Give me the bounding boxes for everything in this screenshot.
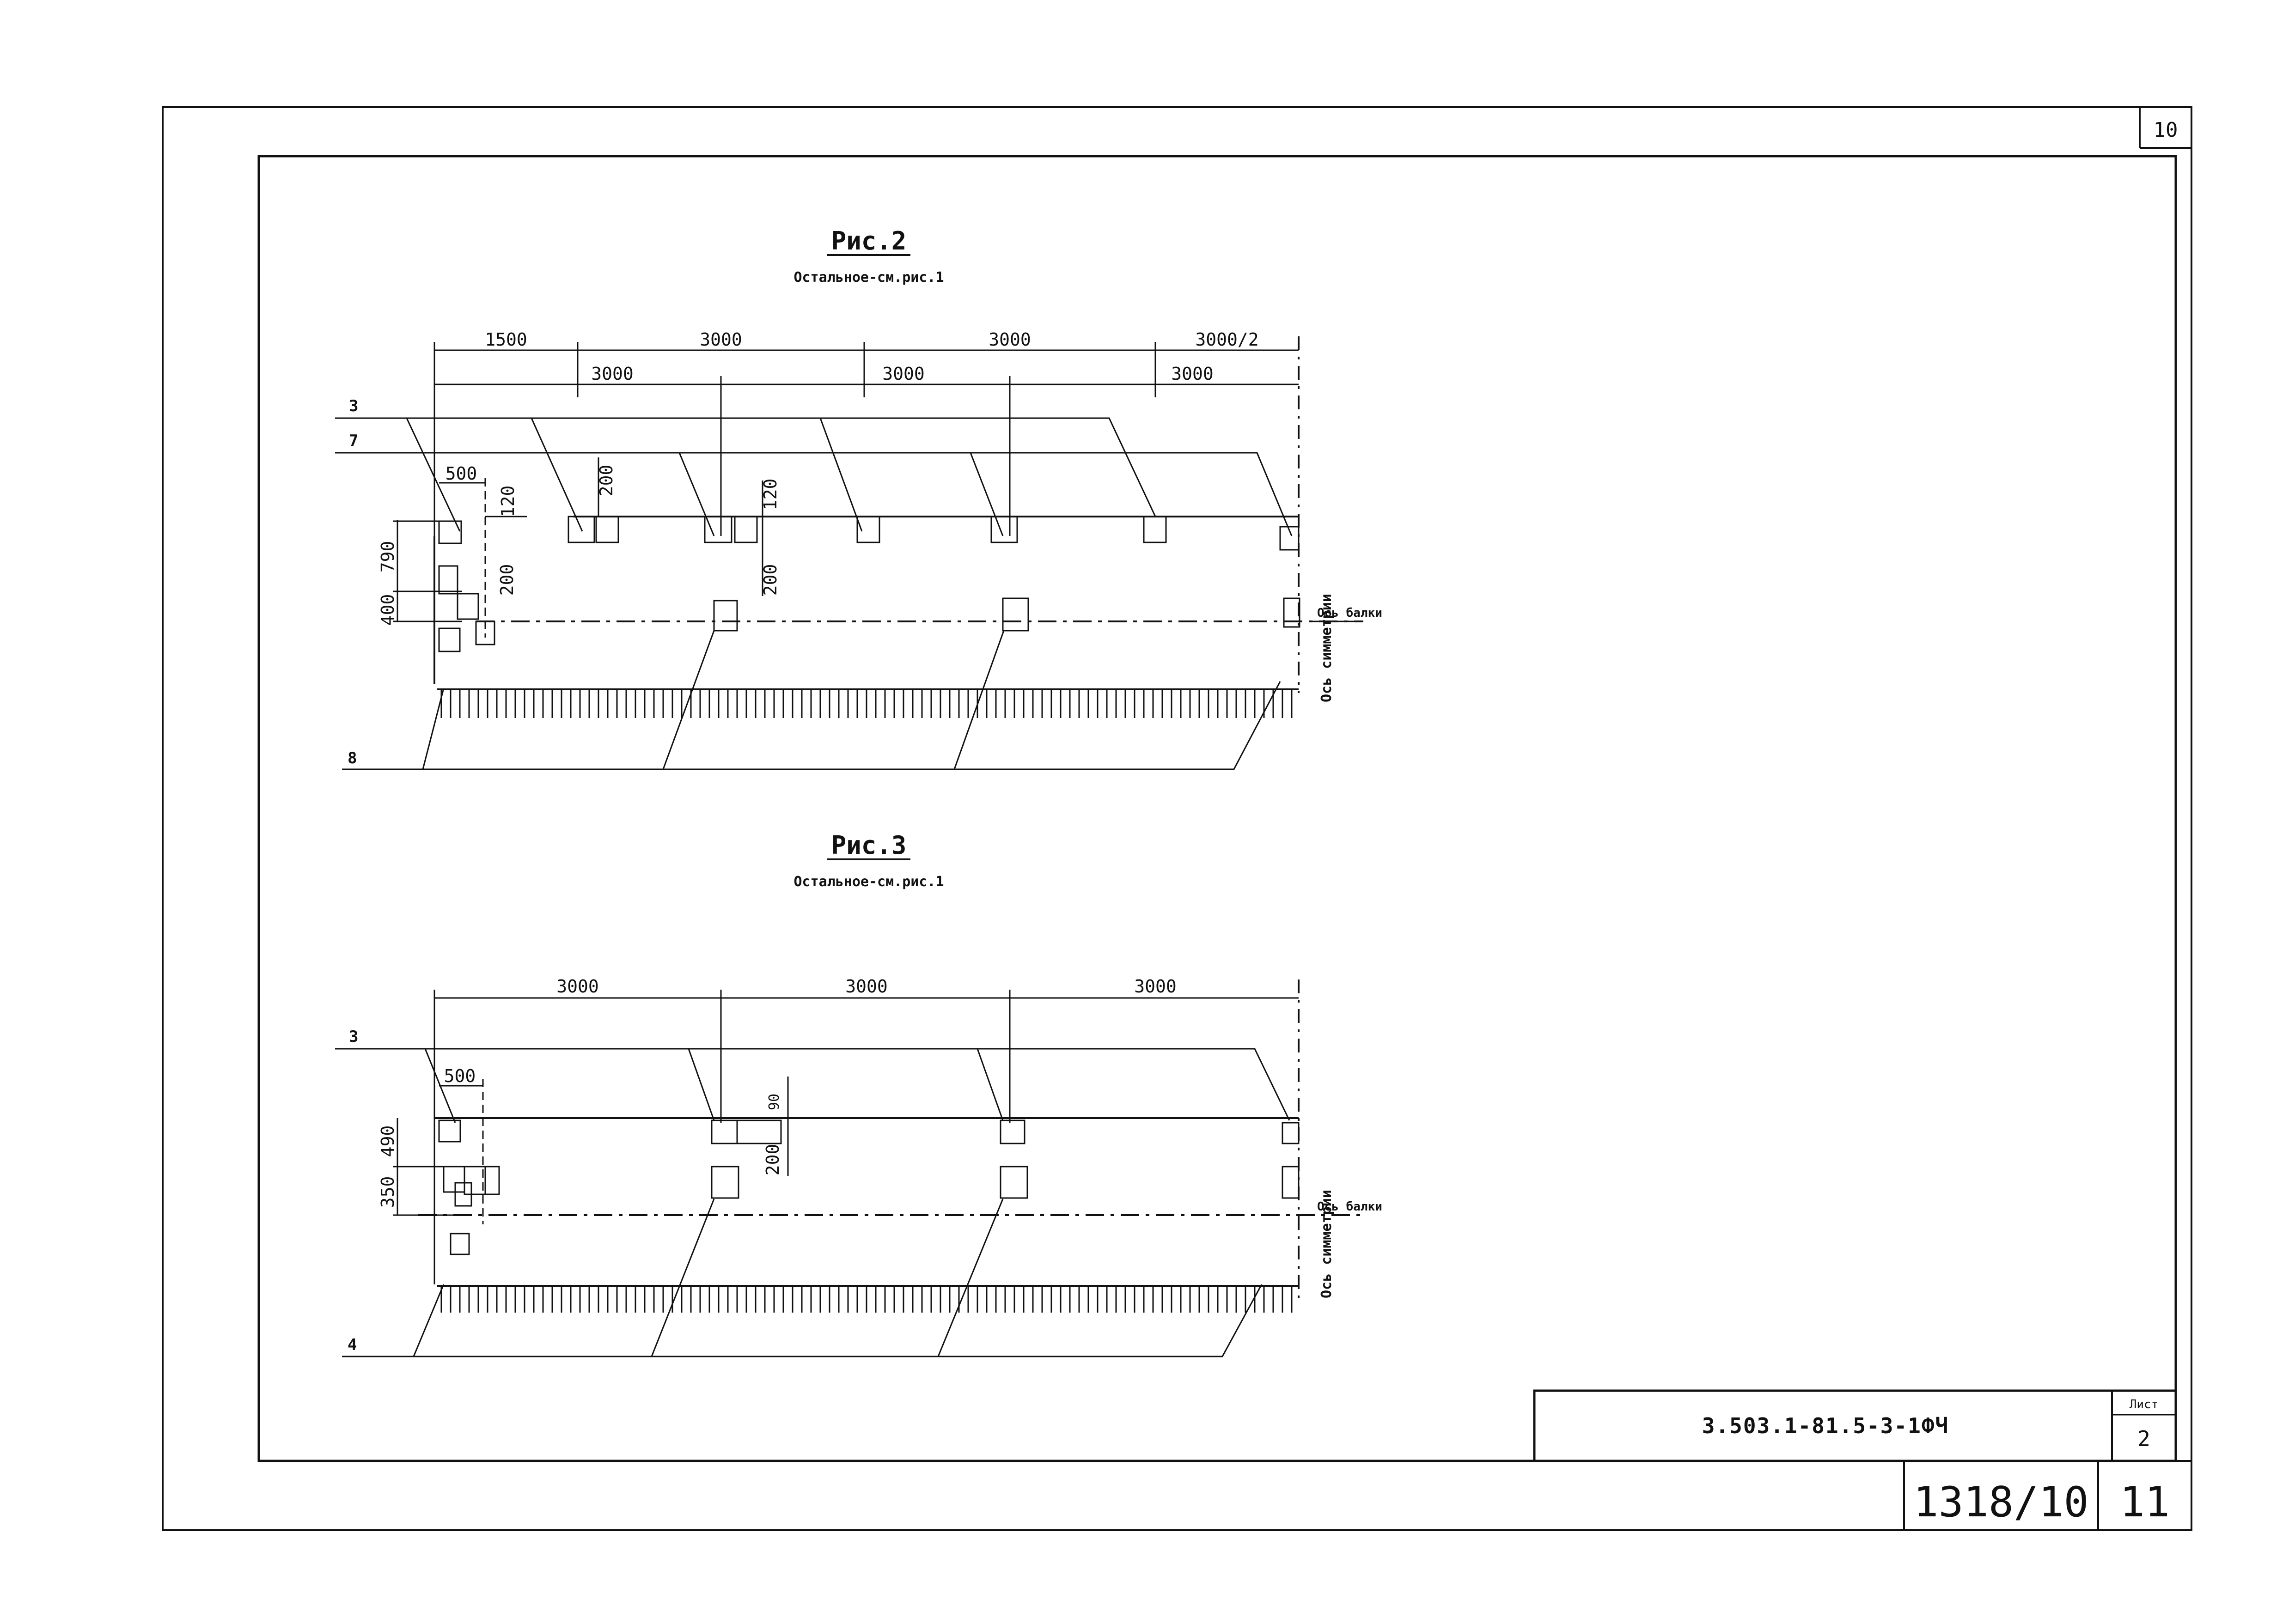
fig2-title: Рис.2 (831, 226, 907, 255)
page-number: 11 (2120, 1478, 2170, 1527)
fig2-dim-second-2: 3000 (882, 364, 925, 384)
fig2-subtitle: Остальное-см.рис.1 (793, 269, 944, 286)
fig3-dim-top-3: 3000 (1134, 976, 1177, 997)
fig2-dim-top-4: 3000/2 (1195, 329, 1258, 350)
fig2-local-dim-120a: 120 (498, 486, 518, 517)
fig2-dim-top-2: 3000 (700, 329, 742, 350)
fig2-dim-top-1: 1500 (485, 329, 527, 350)
fig3-local-dim-90: 90 (766, 1094, 782, 1110)
fig2-axis-symmetry: Ось симметрии (1318, 594, 1335, 702)
fig3-leader-3: 3 (349, 1028, 358, 1046)
fig3-axis-beam: Ось балки (1317, 1200, 1382, 1214)
fig2-left-dim-790: 790 (378, 541, 398, 573)
fig3-local-dim-500: 500 (444, 1066, 476, 1086)
fig2-leader-8: 8 (348, 749, 357, 767)
figure-3: Рис.3 Остальное-см.рис.1 3000 3000 3000 … (335, 831, 1382, 1357)
fig2-local-dim-200c: 200 (497, 564, 517, 596)
list-number: 2 (2137, 1426, 2150, 1451)
fig3-subtitle: Остальное-см.рис.1 (793, 874, 944, 890)
fig3-title: Рис.3 (831, 831, 907, 860)
fig2-dim-top-3: 3000 (989, 329, 1031, 350)
fig2-leader-3: 3 (349, 397, 358, 415)
archive-number: 1318/10 (1913, 1478, 2088, 1527)
fig2-axis-beam: Ось балки (1317, 606, 1382, 620)
fig3-leader-4: 4 (348, 1336, 357, 1354)
fig2-local-dim-120b: 120 (760, 479, 781, 511)
fig3-left-dim-490: 490 (378, 1125, 398, 1157)
fig3-left-dim-350: 350 (378, 1176, 398, 1208)
figure-2: Рис.2 Остальное-см.рис.1 1500 3000 3000 … (335, 226, 1382, 770)
fig2-dim-second-1: 3000 (591, 364, 634, 384)
fig3-local-dim-200: 200 (763, 1144, 783, 1176)
fig2-local-dim-200a: 200 (596, 465, 616, 497)
corner-number: 10 (2154, 118, 2178, 142)
fig2-local-dim-500: 500 (446, 463, 477, 484)
fig3-dim-top-1: 3000 (556, 976, 599, 997)
title-block: 3.503.1-81.5-3-1ФЧ Лист 2 1318/10 11 (1533, 1389, 2192, 1531)
fig3-dim-top-2: 3000 (845, 976, 888, 997)
fig2-leader-7: 7 (349, 432, 358, 450)
fig2-local-dim-200b: 200 (760, 564, 781, 596)
fig3-axis-symmetry: Ось симметрии (1318, 1190, 1335, 1298)
sheet-frame: 10 (162, 106, 2192, 1531)
fig2-dim-second-3: 3000 (1171, 364, 1214, 384)
fig2-left-dim-400: 400 (378, 594, 398, 626)
document-code: 3.503.1-81.5-3-1ФЧ (1702, 1413, 1949, 1438)
list-label: Лист (2130, 1398, 2159, 1411)
